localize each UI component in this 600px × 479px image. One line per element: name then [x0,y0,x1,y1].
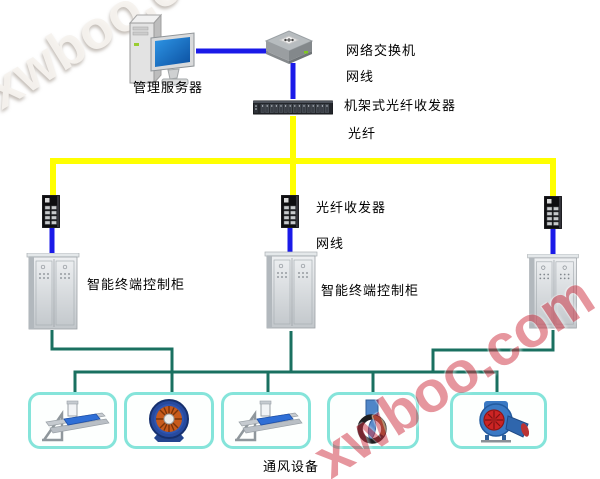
centrifugal-fan-icon [478,400,529,442]
vent-device-centrifugal-fan [450,392,547,449]
vent-device-axial-fan [124,392,214,449]
rack-fiber-transceiver-icon [253,98,333,117]
cable-top-label: 网线 [346,69,375,84]
axial-fan-icon [149,398,189,442]
louver-actuator-icon [235,400,303,441]
bus-cabinet-left [50,330,174,393]
network-switch-icon [264,27,314,67]
cable-mid-label: 网线 [316,236,345,251]
fiber-transceiver-right-icon [544,196,562,229]
network-switch-label: 网络交换机 [346,43,417,58]
bus-rail [73,370,499,393]
vent-device-butterfly-valve [327,392,419,449]
vent-device-louver-1 [28,392,117,449]
fiber-trunk [50,158,556,196]
control-cabinet-mid-icon [264,251,318,331]
fiber-label: 光纤 [348,126,377,141]
butterfly-valve-icon [357,399,387,444]
vent-device-louver-2 [221,392,311,449]
rack-transceiver-label: 机架式光纤收发器 [344,98,457,113]
cabinet-mid-label: 智能终端控制柜 [321,283,420,298]
cabinet-left-label: 智能终端控制柜 [87,277,186,292]
management-server-icon [126,13,198,95]
bus-cabinet-right [431,330,555,372]
louver-actuator-icon [41,400,110,441]
fiber-transceiver-label: 光纤收发器 [316,200,387,215]
ventilation-label: 通风设备 [263,459,320,474]
fiber-transceiver-left-icon [42,195,60,228]
control-cabinet-right-icon [526,254,580,330]
fiber-transceiver-mid-icon [281,195,299,228]
server-label: 管理服务器 [133,80,204,95]
control-cabinet-left-icon [26,253,80,331]
